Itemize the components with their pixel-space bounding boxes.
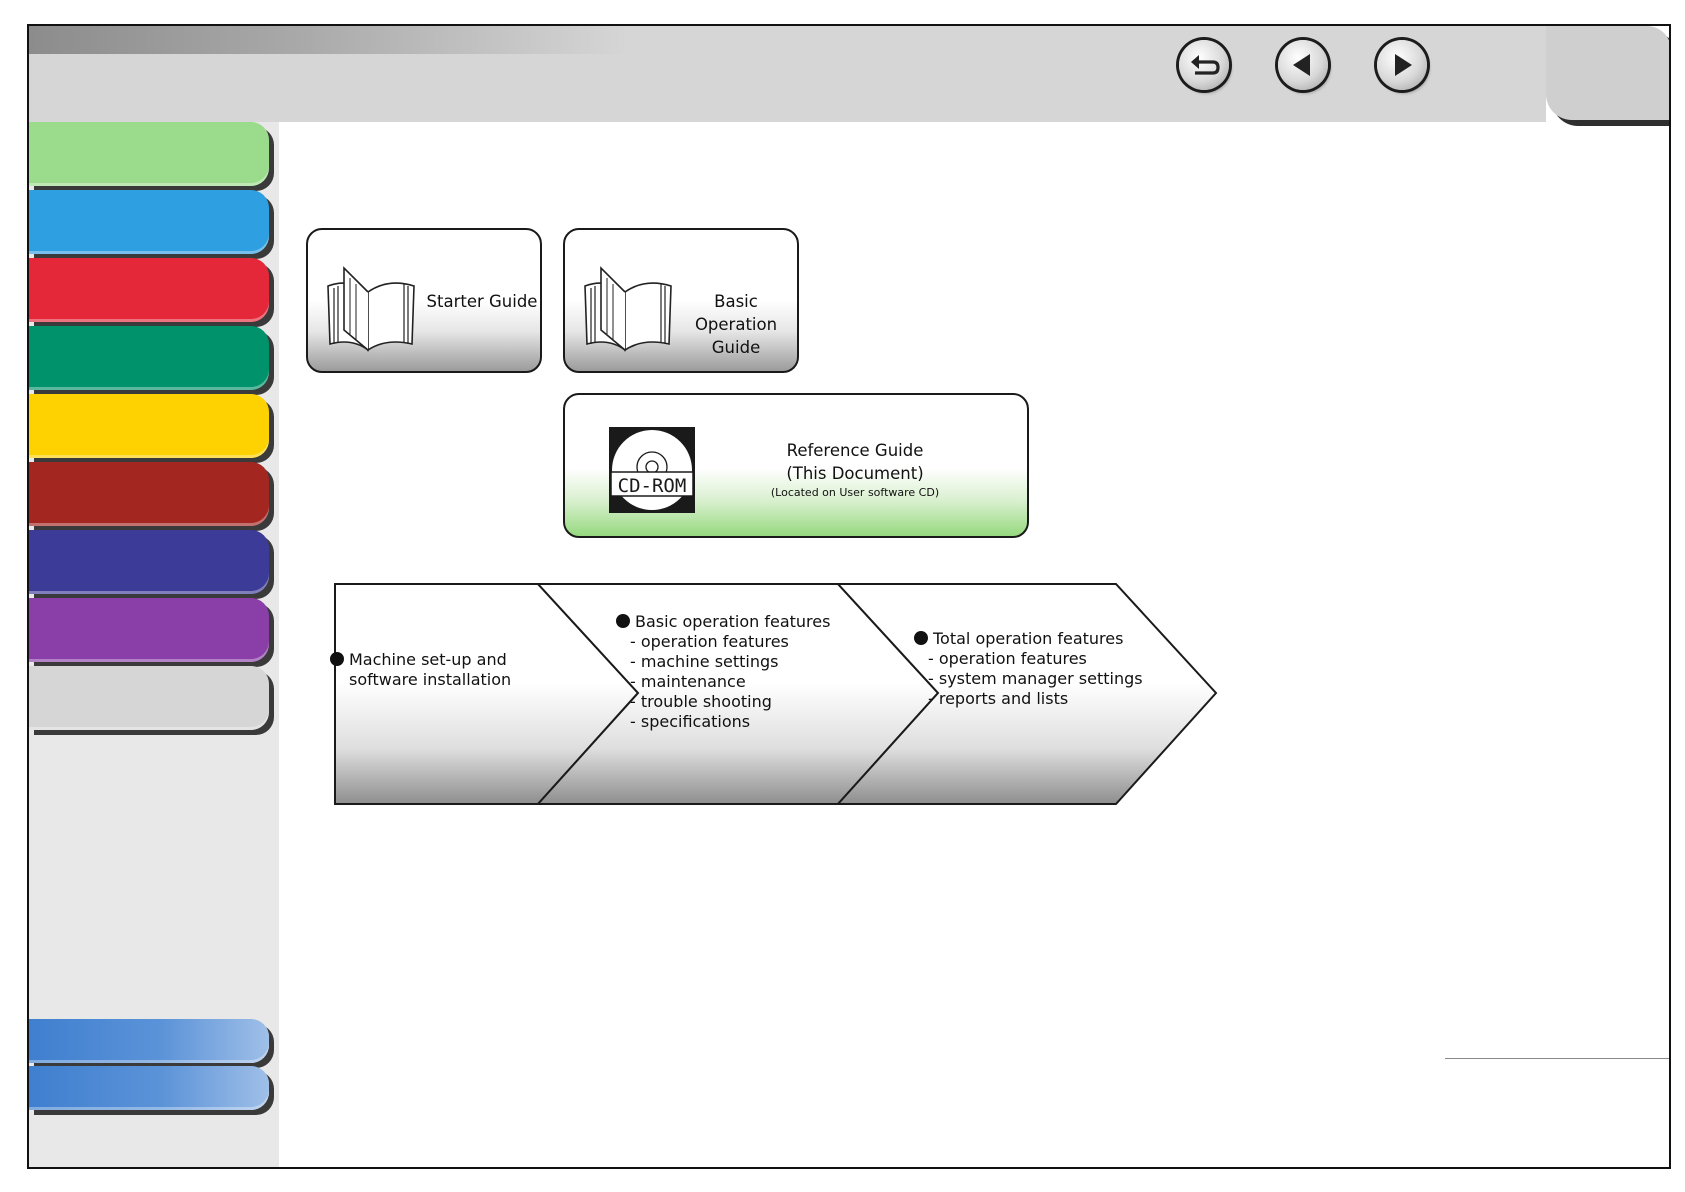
flow-step-2-item: - machine settings [630, 652, 779, 671]
basic-guide-label-line1: Basic Operation [694, 292, 778, 334]
flow-step-3-item: - reports and lists [928, 689, 1069, 708]
sidebar-tab-8[interactable] [29, 598, 269, 662]
flow-step-2-item: - operation features [630, 632, 789, 651]
reference-guide-location: (Located on User software CD) [770, 486, 940, 499]
return-arrow-icon [1191, 55, 1220, 75]
basic-guide-label-line2: Guide [711, 338, 761, 357]
flow-step-3-title: Total operation features [933, 629, 1124, 648]
reference-guide-box[interactable]: CD-ROM Reference Guide (This Document) (… [563, 393, 1029, 538]
flow-step-3-item: - operation features [928, 649, 1087, 668]
back-button[interactable] [1179, 40, 1229, 90]
flow-step-2-text: Basic operation features - operation fea… [616, 612, 830, 732]
cd-rom-icon-text: CD-ROM [618, 475, 687, 497]
basic-operation-guide-label: Basic Operation Guide [671, 290, 801, 359]
flow-step-1-line1: Machine set-up and [349, 650, 507, 669]
flow-step-3-text: Total operation features - operation fea… [914, 629, 1143, 709]
starter-guide-box[interactable]: Starter Guide [306, 228, 542, 373]
open-book-icon [327, 266, 415, 352]
previous-page-button[interactable] [1278, 40, 1328, 90]
sidebar-tab-9[interactable] [29, 666, 269, 730]
sidebar [29, 122, 279, 1167]
flow-step-2-item: - specifications [630, 712, 751, 731]
sidebar-tab-6[interactable] [29, 462, 269, 526]
bullet-icon [616, 614, 630, 628]
sidebar-tab-5[interactable] [29, 394, 269, 458]
footer-rule [1445, 1058, 1669, 1059]
reference-guide-subtitle: (This Document) [786, 464, 924, 483]
flow-step-1-line2: software installation [349, 670, 512, 689]
flow-step-3-item: - system manager settings [928, 669, 1143, 688]
triangle-left-icon [1293, 54, 1310, 76]
basic-operation-guide-box[interactable]: Basic Operation Guide [563, 228, 799, 373]
header-bar [29, 26, 1546, 122]
reference-guide-title: Reference Guide [786, 441, 924, 460]
sidebar-tab-3[interactable] [29, 258, 269, 322]
bullet-icon [914, 631, 928, 645]
sidebar-bottom-tab-1[interactable] [29, 1019, 269, 1063]
triangle-right-icon [1395, 54, 1412, 76]
sidebar-tab-7[interactable] [29, 530, 269, 594]
flow-step-2-item: - maintenance [630, 672, 746, 691]
sidebar-tab-2[interactable] [29, 190, 269, 254]
sidebar-bottom-tab-2[interactable] [29, 1066, 269, 1110]
bullet-icon [330, 652, 344, 666]
next-page-button[interactable] [1377, 40, 1427, 90]
corner-tab[interactable] [1546, 26, 1669, 120]
reference-guide-label: Reference Guide (This Document) (Located… [735, 439, 975, 501]
document-page: Starter Guide Basic Operation Guide CD-R… [27, 24, 1671, 1169]
header-stripe [29, 26, 629, 54]
open-book-icon [584, 266, 672, 352]
flow-step-2-title: Basic operation features [635, 612, 831, 631]
cd-rom-icon: CD-ROM [609, 427, 695, 513]
sidebar-tab-1[interactable] [29, 122, 269, 186]
feature-flow-diagram [334, 583, 1218, 805]
sidebar-tab-4[interactable] [29, 326, 269, 390]
starter-guide-label: Starter Guide [426, 292, 538, 311]
flow-step-2-item: - trouble shooting [630, 692, 772, 711]
flow-step-1-text: Machine set-up and software installation [330, 650, 511, 690]
flow-step-3-arrow [835, 583, 1218, 805]
